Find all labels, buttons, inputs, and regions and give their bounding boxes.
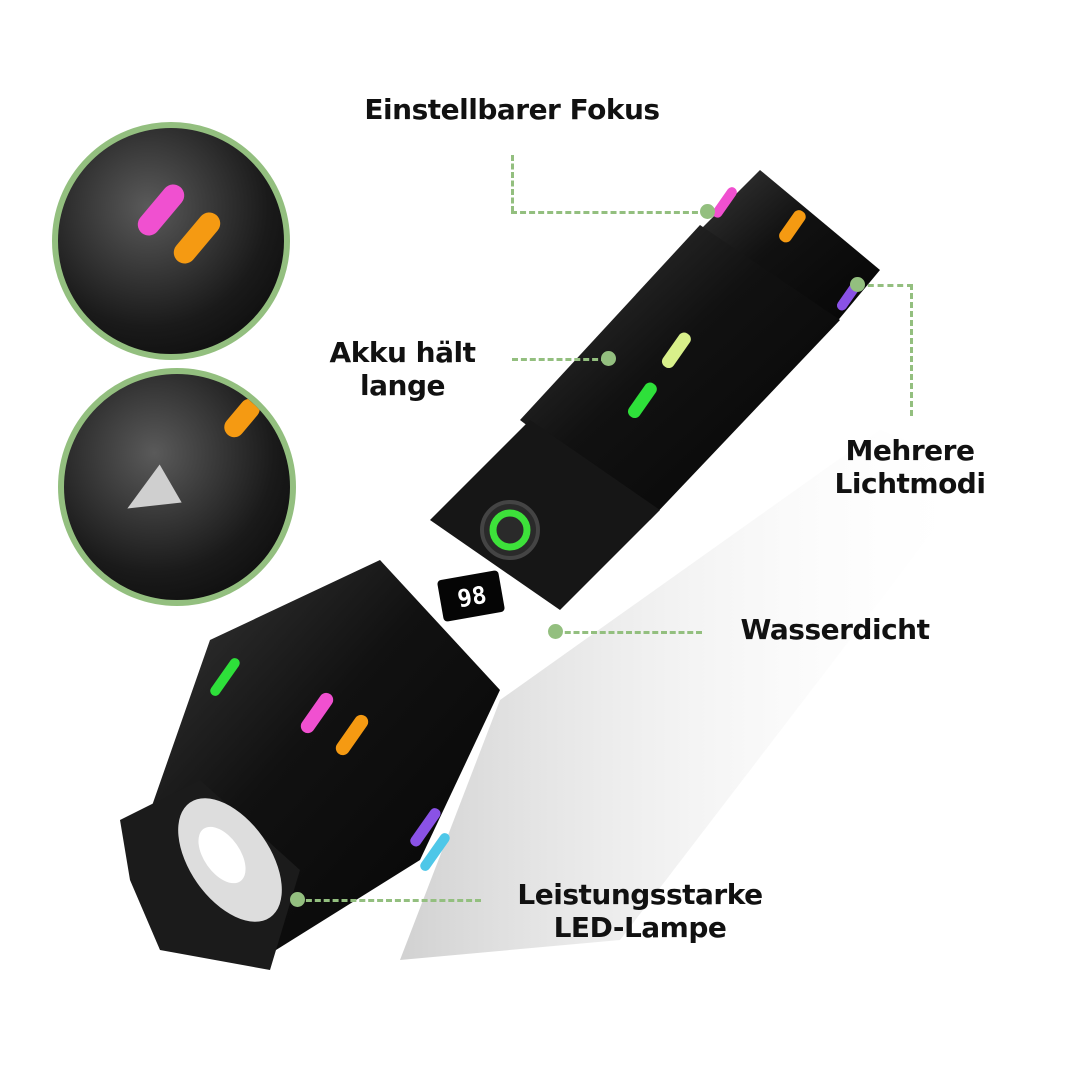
label-long-battery-line1: Akku hält <box>329 336 476 369</box>
label-adjustable-focus: Einstellbarer Fokus <box>364 93 660 126</box>
focus-callout-line-h <box>511 211 707 214</box>
label-powerful-led: Leistungsstarke LED-Lampe <box>505 878 775 944</box>
battery-callout-dot <box>601 351 616 366</box>
detail-circle-glass-breaker <box>58 368 296 606</box>
modes-callout-line-h <box>858 284 913 287</box>
label-modes-line2: Lichtmodi <box>834 467 986 500</box>
label-waterproof: Wasserdicht <box>740 613 930 646</box>
detail-circle-color-indicators <box>52 122 290 360</box>
label-led-line1: Leistungsstarke <box>517 878 763 911</box>
orange-indicator <box>169 207 225 269</box>
modes-callout-dot <box>850 277 865 292</box>
waterproof-callout-dot <box>548 624 563 639</box>
label-long-battery-line2: lange <box>360 369 445 402</box>
label-multiple-light-modes: Mehrere Lichtmodi <box>820 434 1000 500</box>
focus-callout-line-v <box>511 155 514 212</box>
focus-callout-dot <box>700 204 715 219</box>
led-callout-line <box>297 899 481 902</box>
waterproof-callout-line <box>556 631 702 634</box>
label-long-battery: Akku hält lange <box>310 336 495 402</box>
modes-callout-line-v <box>910 284 913 416</box>
label-modes-line1: Mehrere <box>845 434 975 467</box>
battery-callout-line <box>512 358 607 361</box>
label-led-line2: LED-Lampe <box>553 911 727 944</box>
pink-indicator <box>133 179 189 241</box>
led-callout-dot <box>290 892 305 907</box>
glass-breaker-tip-icon <box>116 464 182 528</box>
orange-indicator <box>220 394 264 442</box>
